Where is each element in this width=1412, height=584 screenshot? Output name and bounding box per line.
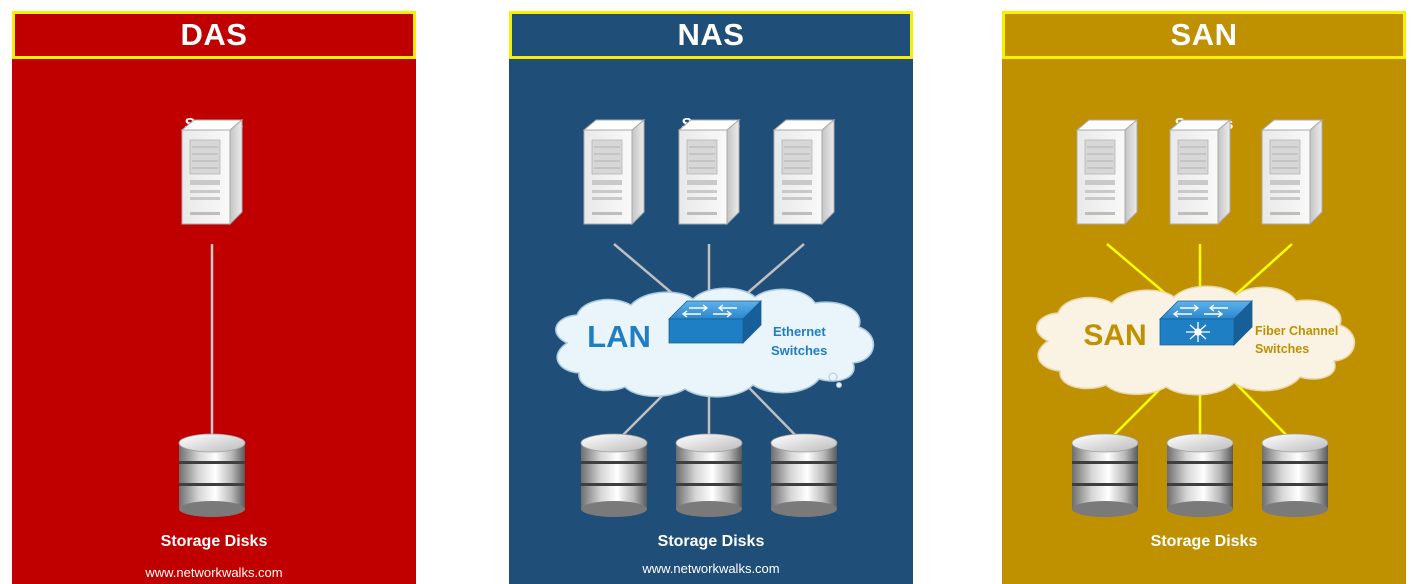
san-body: Servers SAN Fiber Channel Switches Stora… (1002, 59, 1406, 584)
ethernet-label-line2: Switches (771, 343, 827, 358)
server-icon (1261, 119, 1323, 225)
san-header: SAN (1002, 11, 1406, 59)
storage-disk-icon (1166, 433, 1234, 518)
server-icon (1169, 119, 1231, 225)
server-icon (1076, 119, 1138, 225)
storage-disk-icon (1261, 433, 1329, 518)
das-body: Servers Storage Disks www.networkwalks.c… (12, 59, 416, 584)
san-panel: SAN Servers SAN Fiber Channel Switches (1002, 11, 1406, 584)
das-watermark: www.networkwalks.com (145, 565, 283, 580)
san-diagram: SAN Fiber Channel Switches (1036, 119, 1356, 518)
server-icon (773, 119, 835, 225)
san-cloud-label: SAN (1083, 319, 1146, 352)
das-panel: DAS Servers Storage Disks www.networkwal… (12, 11, 416, 584)
nas-body: Servers LAN Ethernet Switches Storage Di… (509, 59, 913, 584)
nas-storage-label: Storage Disks (657, 533, 765, 550)
ethernet-label-line1: Ethernet (773, 324, 826, 339)
server-icon (678, 119, 740, 225)
das-diagram (178, 119, 246, 518)
nas-header: NAS (509, 11, 913, 59)
san-title: SAN (1170, 17, 1238, 52)
server-icon (181, 119, 243, 225)
storage-disk-icon (580, 433, 648, 518)
das-title: DAS (180, 17, 248, 52)
storage-disk-icon (675, 433, 743, 518)
storage-disk-icon (770, 433, 838, 518)
server-icon (583, 119, 645, 225)
san-storage-label: Storage Disks (1150, 533, 1258, 550)
ethernet-switch-icon (668, 300, 762, 344)
nas-watermark: www.networkwalks.com (642, 561, 780, 576)
das-header: DAS (12, 11, 416, 59)
storage-disk-icon (178, 433, 246, 518)
lan-cloud-label: LAN (587, 319, 651, 354)
fc-label-line2: Switches (1255, 342, 1309, 356)
storage-disk-icon (1071, 433, 1139, 518)
nas-title: NAS (677, 17, 745, 52)
nas-diagram: LAN Ethernet Switches (555, 119, 875, 518)
fiber-channel-switch-icon (1159, 300, 1253, 346)
das-storage-label: Storage Disks (160, 533, 268, 550)
fc-label-line1: Fiber Channel (1255, 324, 1338, 338)
nas-panel: NAS Servers LAN Ethernet Switches (509, 11, 913, 584)
